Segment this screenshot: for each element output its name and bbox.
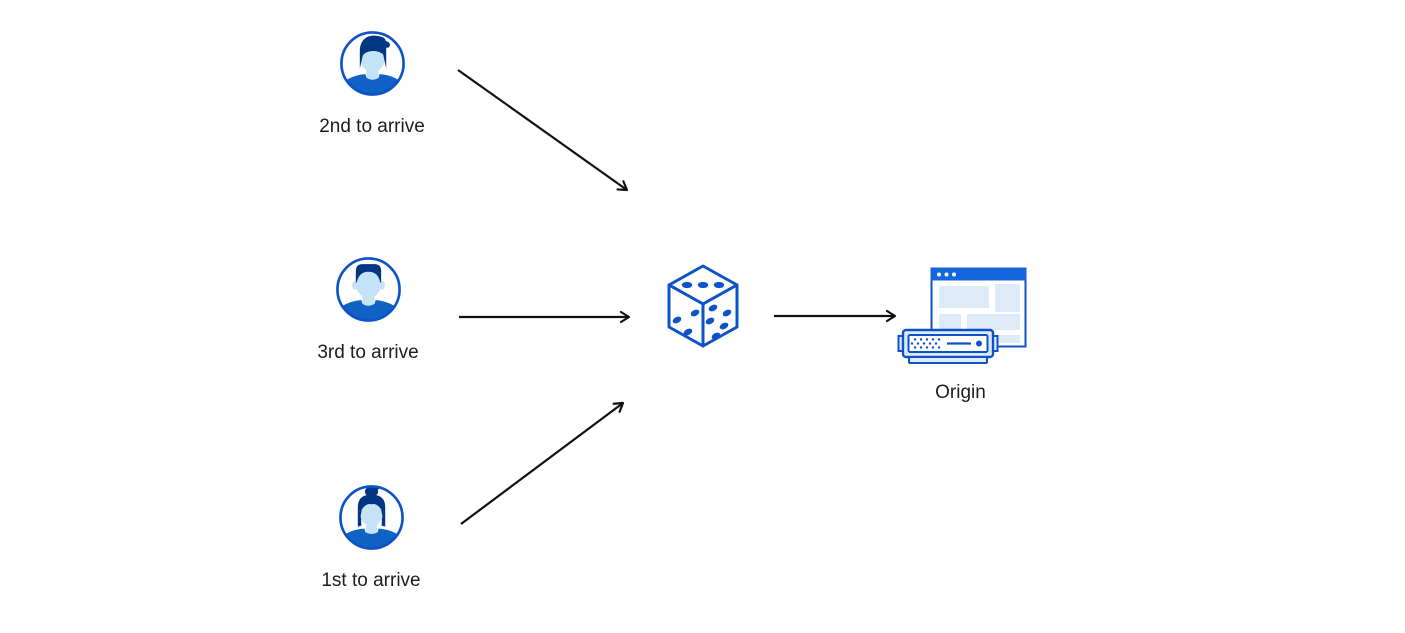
node-label: 2nd to arrive [319,116,425,137]
arrow-1st-user-to-dice [460,401,625,525]
node-origin: Origin [893,255,1028,404]
server-icon [897,328,999,364]
origin-server-icon [893,255,1028,367]
node-3rd-to-arrive: 3rd to arrive [288,256,448,364]
node-2nd-to-arrive: 2nd to arrive [292,30,452,138]
origin-label: Origin [935,382,986,403]
arrow-2nd-user-to-dice [457,69,629,192]
node-label: 1st to arrive [321,570,421,591]
node-label: 3rd to arrive [317,342,419,363]
dice-icon [664,263,742,349]
female-user-avatar-icon [338,484,405,551]
male-user-avatar-icon [335,256,402,323]
male-user-avatar-icon [339,30,406,97]
node-1st-to-arrive: 1st to arrive [291,484,451,592]
